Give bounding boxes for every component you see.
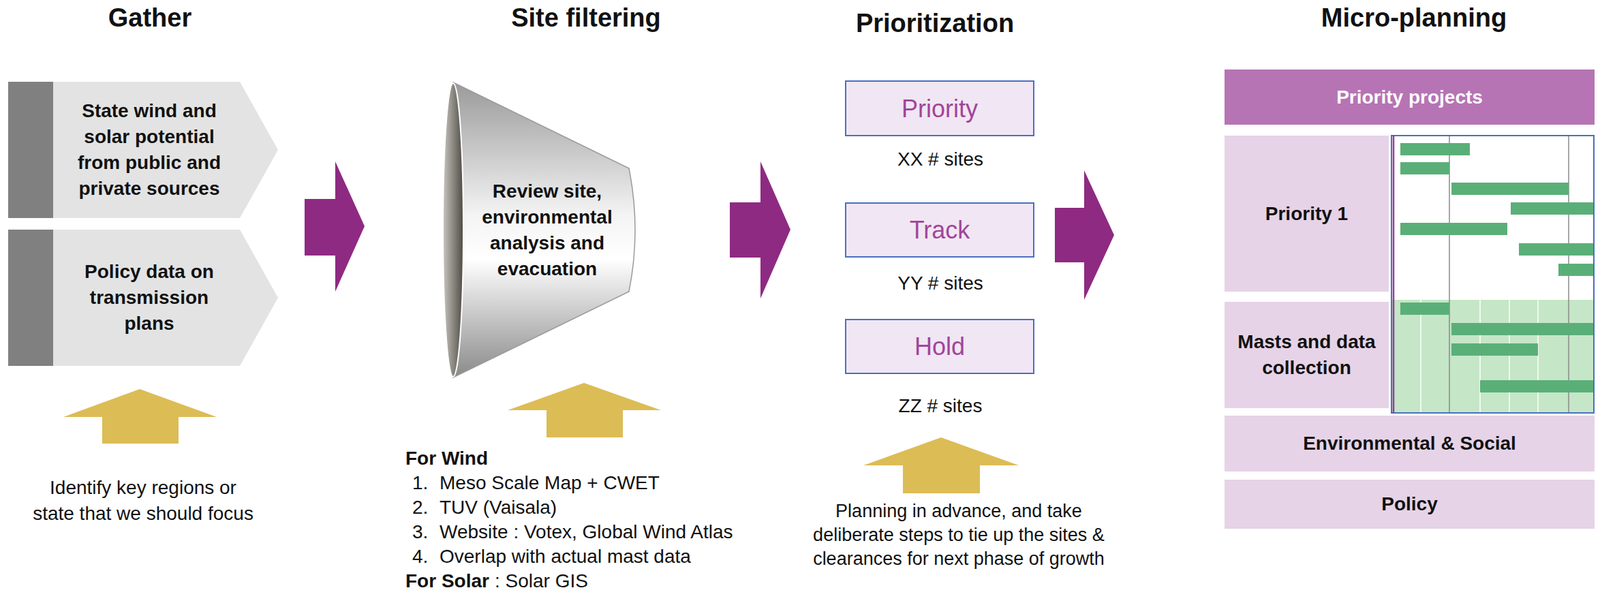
node-text: Priority <box>901 92 978 125</box>
node-text: Policy <box>1381 491 1438 517</box>
priority-box: Priority <box>844 80 1035 137</box>
site-count: XX # sites <box>838 147 1043 172</box>
node-text: Review site, environmental analysis and … <box>468 178 626 283</box>
list-item: TUV (Vaisala) <box>439 495 557 520</box>
node-text: Hold <box>914 330 965 363</box>
priority-box: Hold <box>844 318 1035 375</box>
site-count: ZZ # sites <box>838 393 1043 418</box>
input-arrow <box>863 437 1019 494</box>
list-item: Website : Votex, Global Wind Atlas <box>439 519 734 544</box>
list-heading: For Wind <box>405 446 488 471</box>
list-heading: For Solar <box>405 568 490 593</box>
row-box: Masts and data collection <box>1224 301 1389 409</box>
list-number: 4. <box>412 544 428 569</box>
source-chevron: Policy data on transmission plans <box>8 229 279 366</box>
list-item: : Solar GIS <box>494 568 589 593</box>
row-band: Environmental & Social <box>1224 415 1595 472</box>
list-number: 1. <box>412 470 428 495</box>
flow-arrow <box>1054 170 1115 300</box>
column-title: Micro-planning <box>1277 1 1551 35</box>
row-box: Priority 1 <box>1224 135 1389 292</box>
node-text: Environmental & Social <box>1302 431 1517 456</box>
note-text: Identify key regions or state that we sh… <box>27 474 259 527</box>
node-text: Priority projects <box>1336 85 1483 110</box>
gantt-chart <box>1391 135 1595 413</box>
priority-box: Track <box>844 202 1035 258</box>
site-count: YY # sites <box>838 271 1043 296</box>
filter-funnel: Review site, environmental analysis and … <box>441 81 640 379</box>
flow-arrow <box>729 161 791 299</box>
flow-arrow <box>304 161 365 292</box>
row-band: Policy <box>1224 479 1595 529</box>
input-arrow <box>507 382 661 438</box>
header-band: Priority projects <box>1224 69 1595 125</box>
node-text: Policy data on transmission plans <box>62 258 236 337</box>
input-arrow <box>63 389 217 444</box>
column-title: Gather <box>13 1 287 35</box>
source-chevron: State wind and solar potential from publ… <box>8 81 279 219</box>
column-title: Prioritization <box>798 6 1072 40</box>
node-text: State wind and solar potential from publ… <box>62 98 236 202</box>
node-text: Track <box>909 213 971 246</box>
list-number: 3. <box>412 519 428 544</box>
list-item: Overlap with actual mast data <box>439 544 691 569</box>
list-number: 2. <box>412 495 428 520</box>
column-title: Site filtering <box>449 1 723 35</box>
note-text: Planning in advance, and take deliberate… <box>802 499 1116 572</box>
node-text: Priority 1 <box>1265 201 1348 227</box>
list-item: Meso Scale Map + CWET <box>439 470 660 495</box>
funnel-shape <box>441 81 640 379</box>
node-text: Masts and data collection <box>1231 329 1382 381</box>
